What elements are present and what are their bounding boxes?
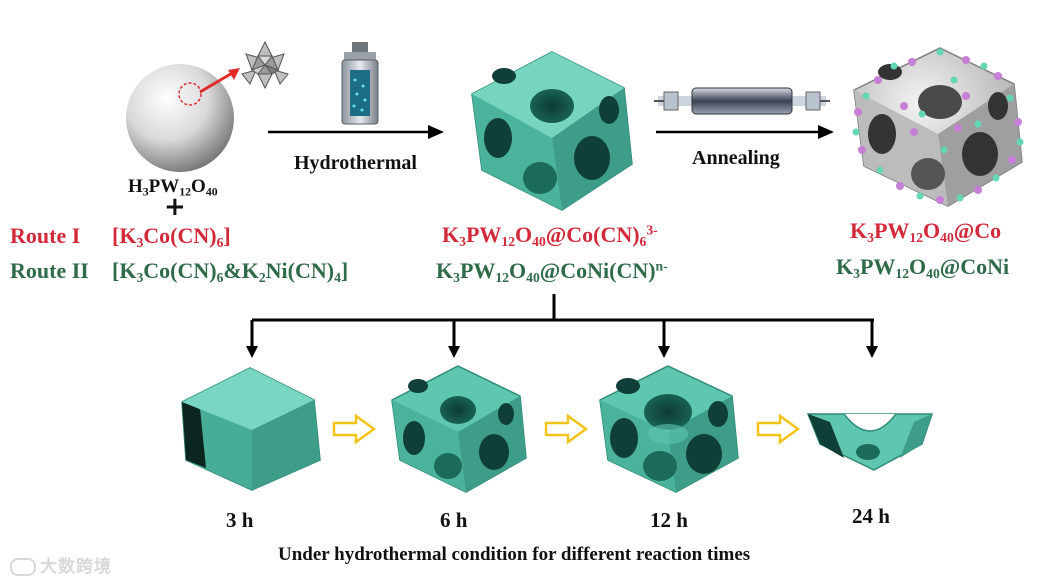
rhombic-dodecahedron-icon: [181, 367, 321, 491]
route1-label: Route I: [10, 223, 81, 248]
time-label-3h: 3 h: [226, 508, 254, 532]
yellow-arrow-icon: [756, 413, 801, 445]
annealing-arrow-icon: [656, 125, 834, 139]
hydrothermal-arrow-icon: [268, 125, 444, 139]
hollow-cage-icon: [599, 365, 739, 493]
decorated-cage-icon: [852, 47, 1024, 207]
sphere-icon: [126, 64, 234, 172]
autoclave-icon: [341, 42, 379, 125]
collapsed-cage-icon: [806, 413, 934, 471]
route2-label: Route II: [10, 258, 89, 283]
hollow-cage-icon: [391, 365, 527, 493]
product-line1: K3PW12O40@Co: [850, 218, 1002, 245]
polyoxometalate-cluster-icon: [241, 40, 289, 90]
annealing-label: Annealing: [692, 147, 780, 169]
product-line2: K3PW12O40@CoNi: [836, 254, 1010, 281]
route1-reagent: [K3Co(CN)6]: [112, 223, 231, 250]
yellow-arrow-icon: [332, 413, 377, 445]
plus-sign: +: [164, 192, 186, 222]
precursor-formula: H3PW12O40: [128, 176, 218, 199]
intermediate-line1: K3PW12O40@Co(CN)63-: [442, 222, 658, 249]
hydrothermal-label: Hydrothermal: [294, 152, 417, 174]
branch-connector: [246, 294, 878, 358]
tube-furnace-icon: [654, 87, 830, 115]
hollow-cage-icon: [471, 51, 633, 211]
caption: Under hydrothermal condition for differe…: [278, 544, 751, 565]
route2-reagent: [K3Co(CN)6&K2Ni(CN)4]: [112, 258, 349, 285]
time-label-12h: 12 h: [650, 508, 688, 532]
zoom-circle-icon: [178, 82, 202, 106]
watermark-logo-icon: [10, 558, 36, 576]
yellow-arrow-icon: [544, 413, 589, 445]
watermark: 大数跨境: [10, 552, 112, 577]
time-label-6h: 6 h: [440, 508, 468, 532]
time-label-24h: 24 h: [852, 504, 890, 528]
red-arrow-icon: [199, 68, 240, 94]
intermediate-line2: K3PW12O40@CoNi(CN)n-: [436, 258, 668, 285]
